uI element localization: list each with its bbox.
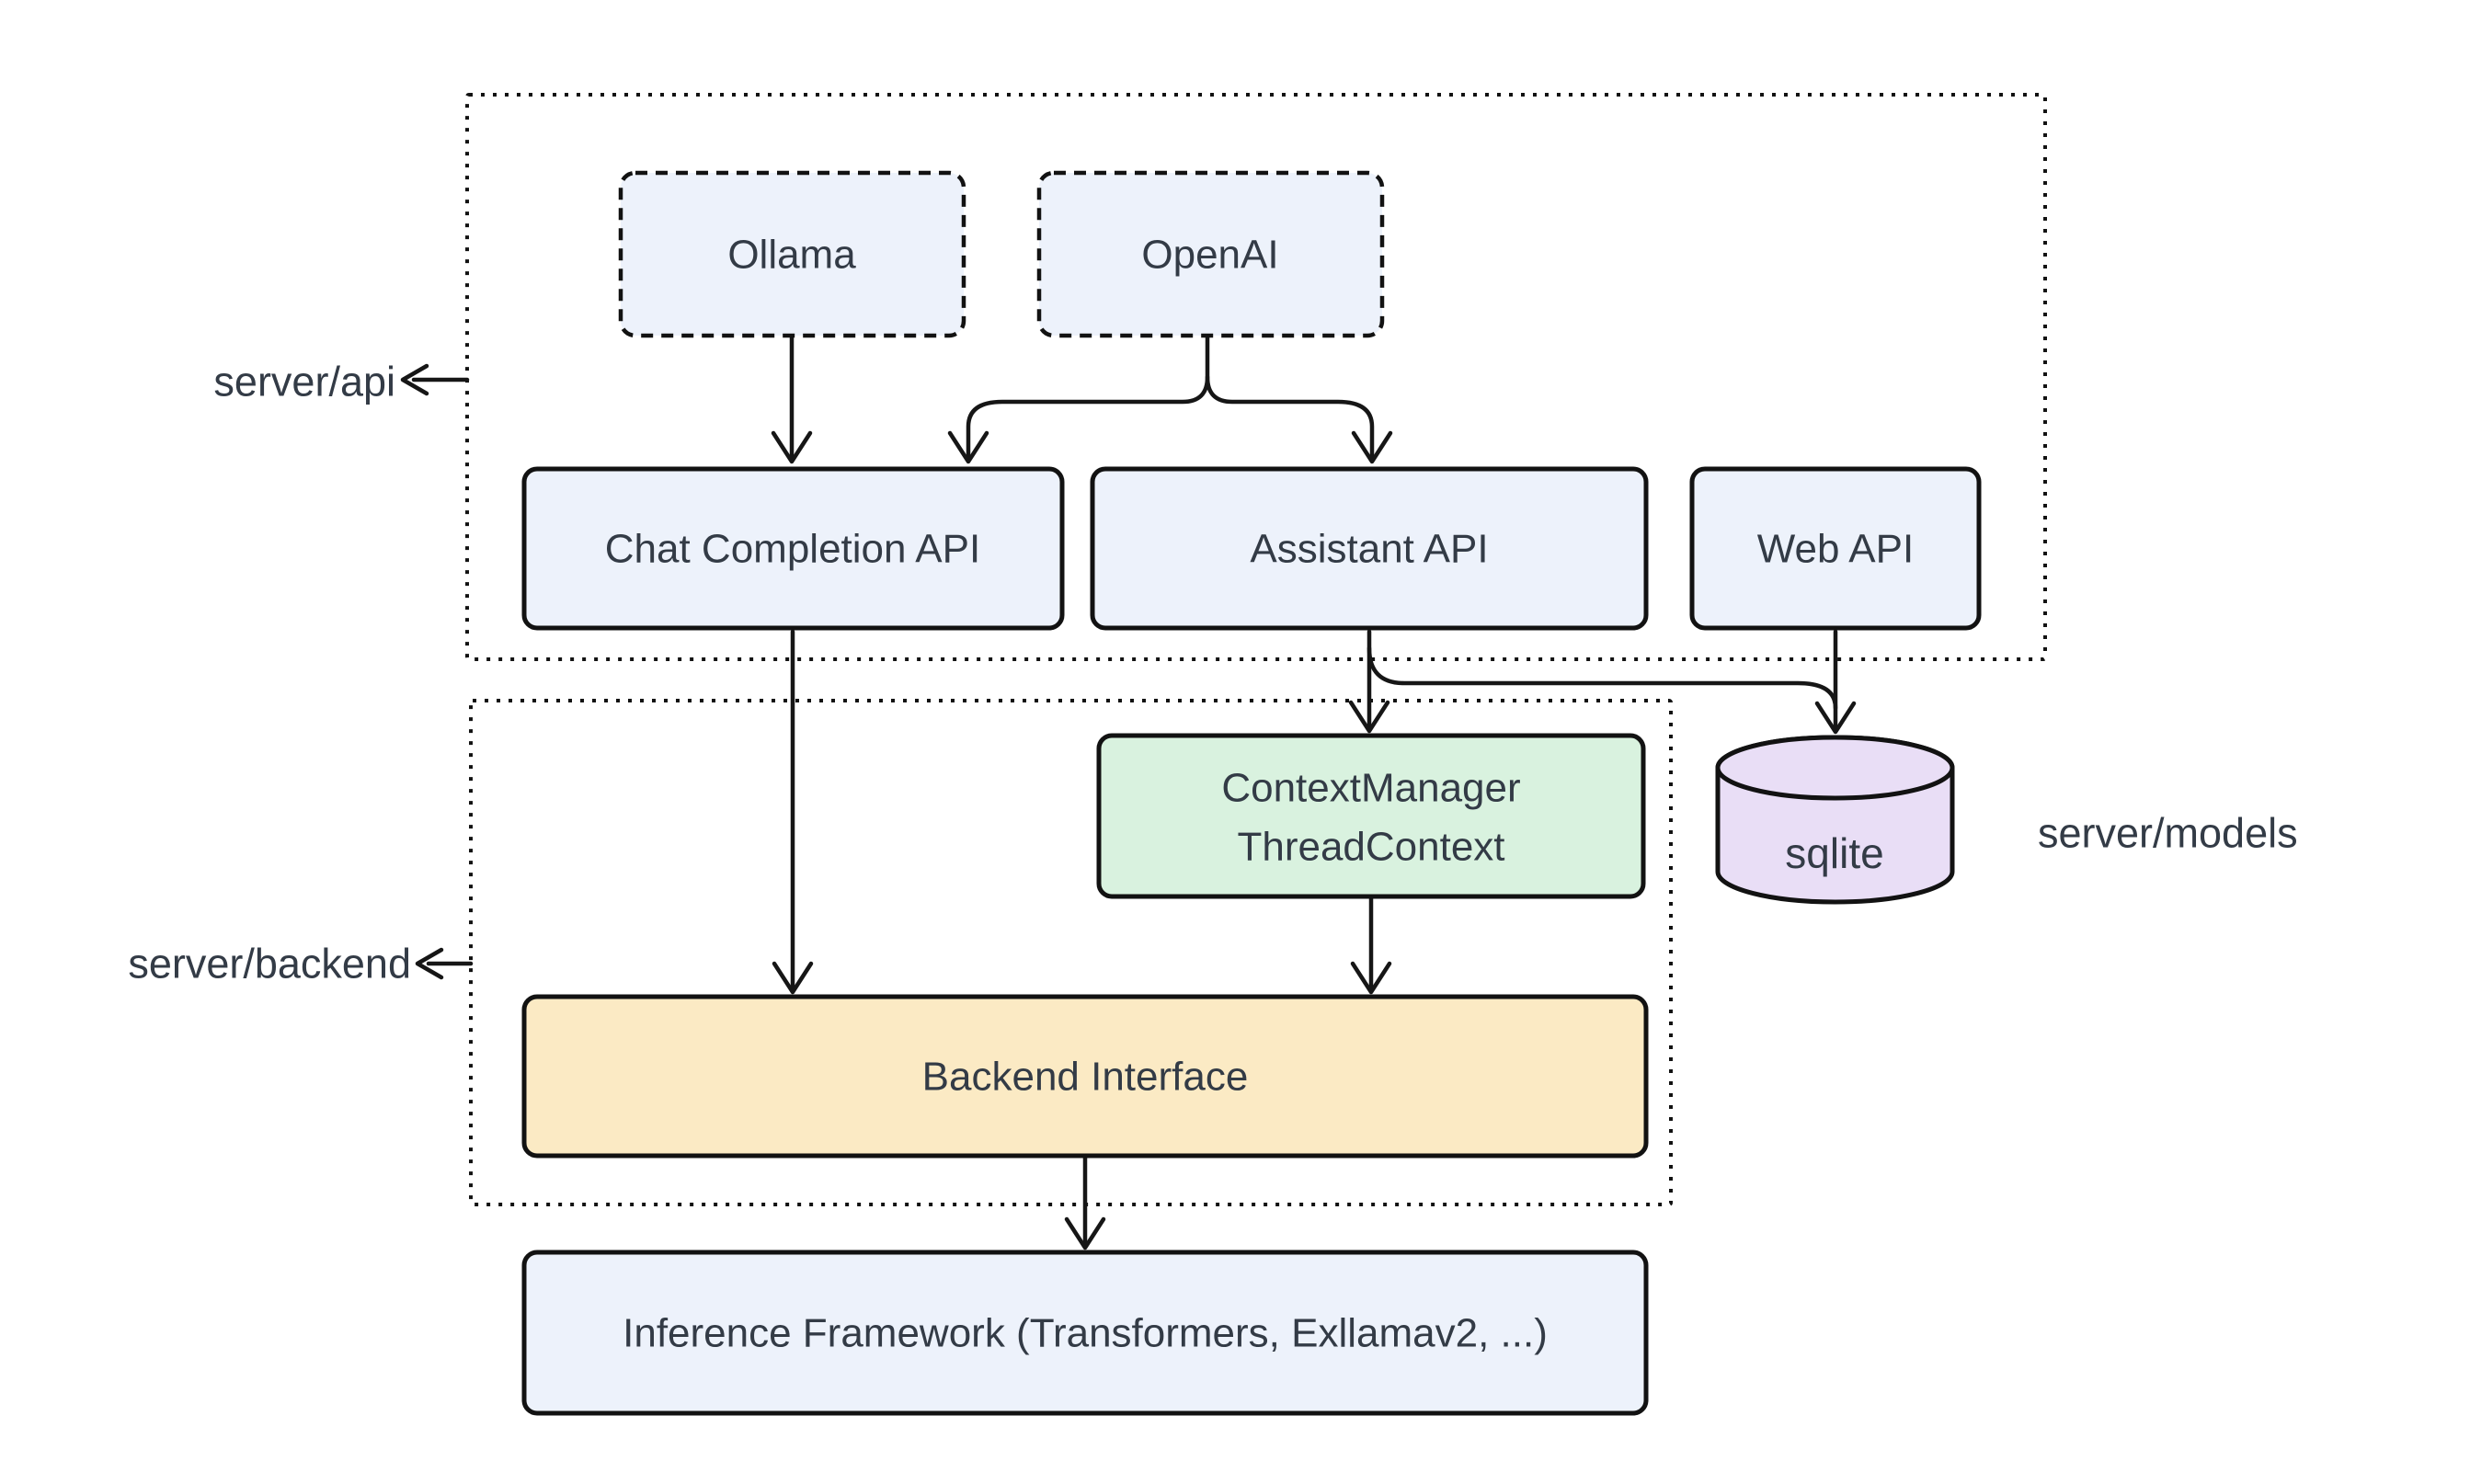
context-manager-box (1096, 733, 1646, 899)
inference-framework-box (521, 1250, 1649, 1416)
node-sqlite-database: sqlite (1715, 735, 1955, 905)
node-ollama: Ollama (618, 170, 966, 338)
ollama-box (618, 170, 966, 338)
container-server-api: server/api (213, 93, 2047, 661)
ollama-label: Ollama (727, 233, 856, 278)
edge-ollama-to-chat-api (771, 335, 813, 464)
edge-openai-to-chat-api (947, 335, 1210, 464)
node-context-manager: ContextManager ThreadContext (1096, 733, 1646, 899)
container-server-backend: server/backend (128, 699, 1673, 1206)
node-openai: OpenAI (1036, 170, 1385, 338)
left-arrowhead-icon (400, 363, 429, 396)
backend-interface-box (521, 994, 1649, 1159)
server-models-label: server/models (2038, 810, 2298, 857)
server-backend-label: server/backend (128, 941, 411, 987)
node-web-api: Web API (1689, 466, 1982, 631)
assistant-api-box (1090, 466, 1649, 631)
node-backend-interface: Backend Interface (521, 994, 1649, 1159)
inference-framework-label: Inference Framework (Transformers, Exlla… (623, 1311, 1548, 1356)
left-arrowhead-icon (415, 947, 444, 980)
down-arrowhead-icon (1348, 700, 1390, 734)
edge-assistant-api-to-sqlite (1367, 645, 1838, 711)
chat-completion-api-box (521, 466, 1065, 631)
openai-label: OpenAI (1141, 233, 1278, 278)
assistant-api-label: Assistant API (1250, 527, 1488, 572)
edge-chat-api-to-backend (772, 629, 814, 995)
context-manager-label-line2: ThreadContext (1237, 825, 1504, 870)
node-inference-framework: Inference Framework (Transformers, Exlla… (521, 1250, 1649, 1416)
sqlite-label: sqlite (1785, 829, 1883, 877)
chat-completion-api-label: Chat Completion API (605, 527, 980, 572)
edge-line (966, 335, 1210, 459)
down-arrowhead-icon (1814, 701, 1857, 735)
node-assistant-api: Assistant API (1090, 466, 1649, 631)
node-chat-completion-api: Chat Completion API (521, 466, 1065, 631)
web-api-label: Web API (1757, 527, 1914, 572)
edge-context-manager-to-backend (1350, 894, 1392, 995)
edge-openai-to-assistant-api (1205, 374, 1393, 464)
edge-web-api-to-sqlite (1814, 629, 1857, 735)
edge-line (1367, 645, 1838, 711)
down-arrowhead-icon (947, 430, 989, 464)
down-arrowhead-icon (1351, 430, 1393, 464)
down-arrowhead-icon (772, 961, 814, 995)
web-api-box (1689, 466, 1982, 631)
edge-line (1205, 374, 1375, 459)
server-backend-dotted-border (469, 699, 1673, 1206)
backend-interface-label: Backend Interface (922, 1055, 1249, 1100)
down-arrowhead-icon (1350, 961, 1392, 995)
server-api-label: server/api (213, 359, 395, 405)
down-arrowhead-icon (771, 430, 813, 464)
database-cylinder-top (1715, 735, 1955, 801)
down-arrowhead-icon (1064, 1216, 1106, 1250)
edge-backend-to-inference (1064, 1153, 1106, 1250)
edges-layer (771, 335, 1857, 1250)
openai-box (1036, 170, 1385, 338)
context-manager-label-line1: ContextManager (1221, 766, 1520, 811)
